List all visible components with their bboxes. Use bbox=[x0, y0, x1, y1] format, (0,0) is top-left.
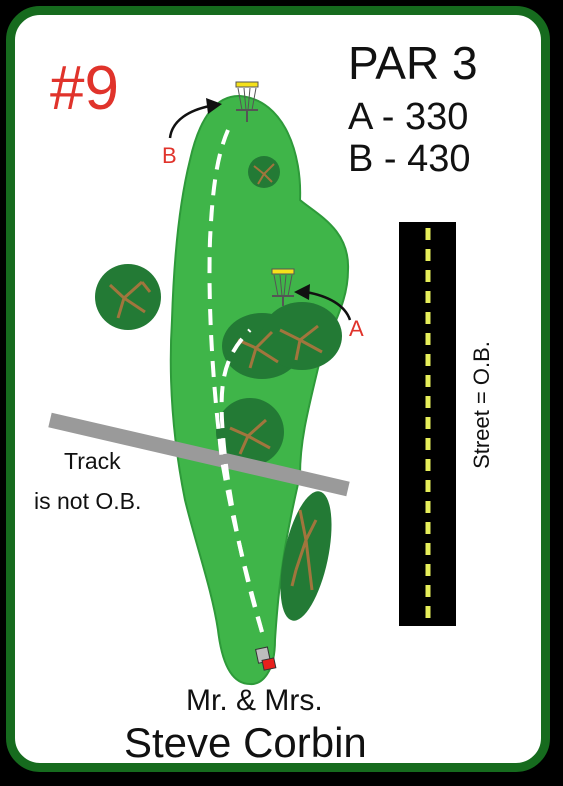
basket-a-icon bbox=[271, 268, 295, 306]
hole-number: #9 bbox=[50, 54, 119, 123]
street-label: Street = O.B. bbox=[469, 341, 494, 469]
tree-cluster bbox=[222, 302, 342, 379]
tree-middle bbox=[216, 398, 284, 466]
tree-lower bbox=[280, 491, 332, 621]
basket-b-icon bbox=[235, 81, 259, 122]
arrow-b-icon bbox=[168, 98, 222, 139]
track-note-line1: Track bbox=[64, 448, 121, 474]
fairway bbox=[169, 94, 350, 686]
basket-a-label: A bbox=[349, 316, 364, 341]
tee-a-distance: A - 330 bbox=[348, 96, 469, 138]
track-note-line2: is not O.B. bbox=[34, 488, 142, 514]
tree-left bbox=[95, 264, 161, 330]
sponsor-line1: Mr. & Mrs. bbox=[186, 684, 323, 717]
arrow-a-icon bbox=[294, 284, 352, 321]
tee-pad bbox=[255, 646, 277, 671]
tree-small bbox=[248, 156, 280, 188]
par-label: PAR 3 bbox=[348, 37, 478, 89]
sponsor-name: Steve Corbin bbox=[124, 719, 367, 766]
street bbox=[399, 222, 456, 626]
basket-b-label: B bbox=[162, 143, 177, 168]
tee-b-distance: B - 430 bbox=[348, 138, 471, 180]
railway-track bbox=[48, 412, 350, 497]
dashed-path-b bbox=[207, 129, 264, 633]
